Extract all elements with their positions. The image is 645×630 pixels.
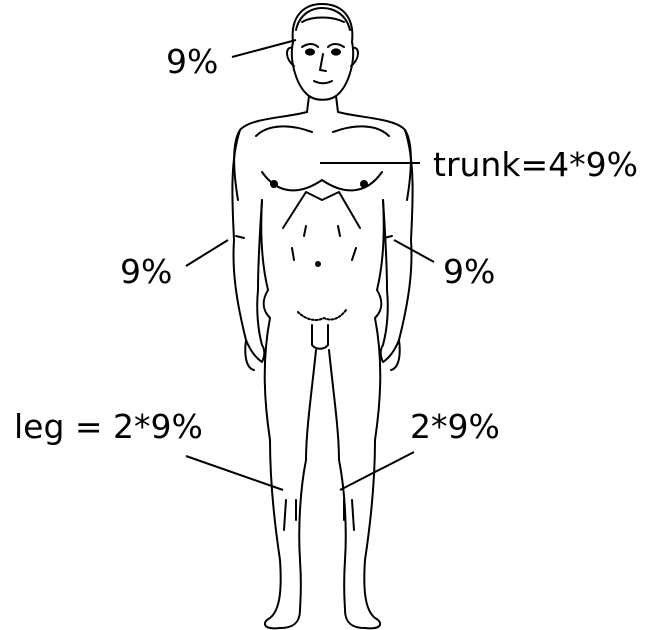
right-arm-outline bbox=[232, 130, 264, 370]
pelvis-outline bbox=[298, 310, 346, 349]
left-leg-percentage-label: 2*9% bbox=[410, 407, 500, 446]
right-leg-leader-line bbox=[186, 456, 283, 490]
right-leg-percentage-label: leg = 2*9% bbox=[14, 407, 203, 446]
head-percentage-label: 9% bbox=[166, 42, 218, 81]
right-leg-outline bbox=[265, 318, 316, 628]
right-arm-percentage-label: 9% bbox=[120, 252, 172, 291]
head-outline bbox=[287, 4, 358, 100]
trunk-percentage-label: trunk=4*9% bbox=[433, 145, 638, 184]
left-leg-leader-line bbox=[340, 452, 414, 490]
left-arm-percentage-label: 9% bbox=[443, 252, 495, 291]
left-arm-outline bbox=[381, 130, 413, 370]
right-arm-leader-line bbox=[186, 240, 228, 266]
left-arm-leader-line bbox=[394, 240, 434, 262]
